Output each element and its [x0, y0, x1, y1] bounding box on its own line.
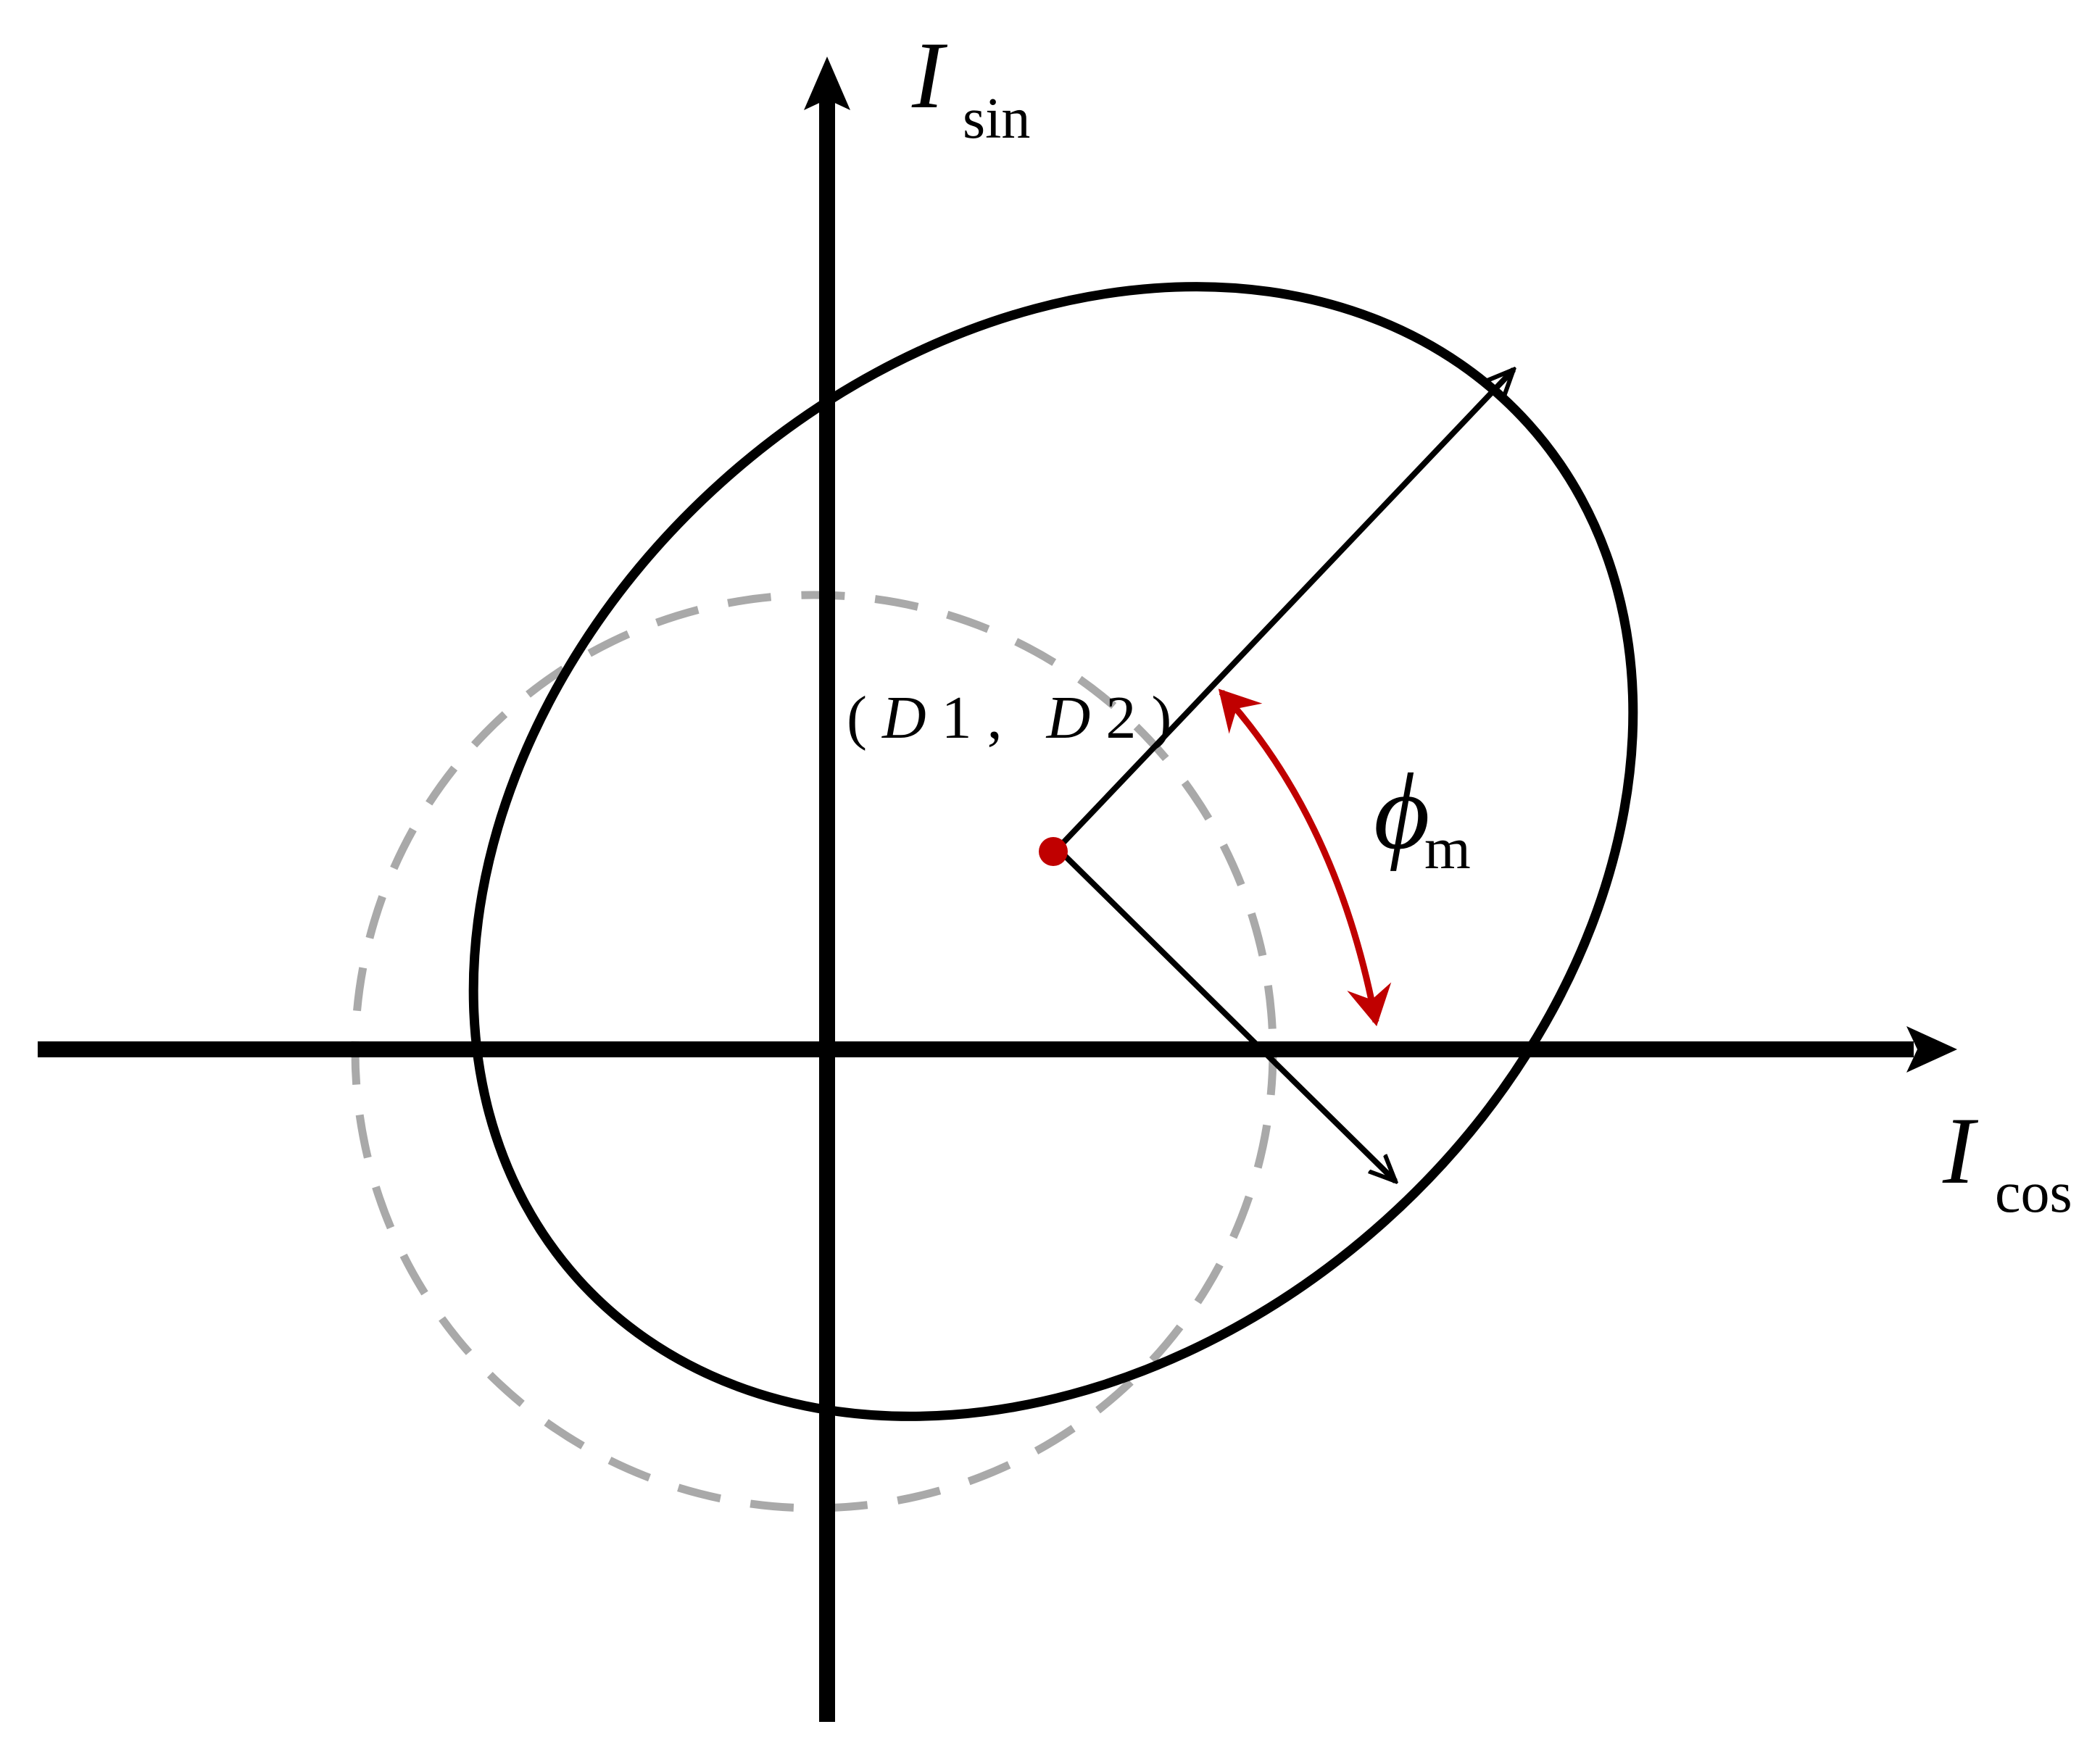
x-axis-arrowhead — [1906, 1026, 1957, 1073]
center-label-d2-var: D — [1046, 684, 1091, 752]
y-axis-label-subscript: sin — [963, 87, 1030, 151]
y-axis-label-main: I — [911, 22, 948, 128]
center-label-close-paren: ) — [1151, 684, 1171, 752]
x-axis-label: I — [1942, 1097, 1979, 1204]
center-label-d1-index: 1 — [942, 684, 972, 752]
angle-label: ϕ — [1374, 752, 1430, 872]
x-axis-label-main: I — [1942, 1097, 1979, 1204]
center-label-d1-var: D — [881, 684, 926, 752]
center-label-d2-index: 2 — [1105, 684, 1136, 752]
fitted-ellipse — [468, 282, 1638, 1421]
y-axis — [804, 57, 850, 1722]
center-label-separator: , — [987, 684, 1003, 752]
x-axis-label-subscript: cos — [1995, 1161, 2072, 1225]
angle-label-subscript: m — [1424, 815, 1471, 881]
center-point — [1039, 837, 1068, 866]
x-axis — [38, 1026, 1957, 1073]
y-axis-label: I — [911, 22, 948, 128]
angle-arc — [1218, 688, 1392, 1027]
major-axis-vector — [1055, 370, 1514, 851]
center-coordinate-label: ( D 1 , D 2 ) — [847, 684, 1171, 752]
center-label-open-paren: ( — [847, 684, 867, 752]
y-axis-arrowhead — [804, 57, 850, 110]
